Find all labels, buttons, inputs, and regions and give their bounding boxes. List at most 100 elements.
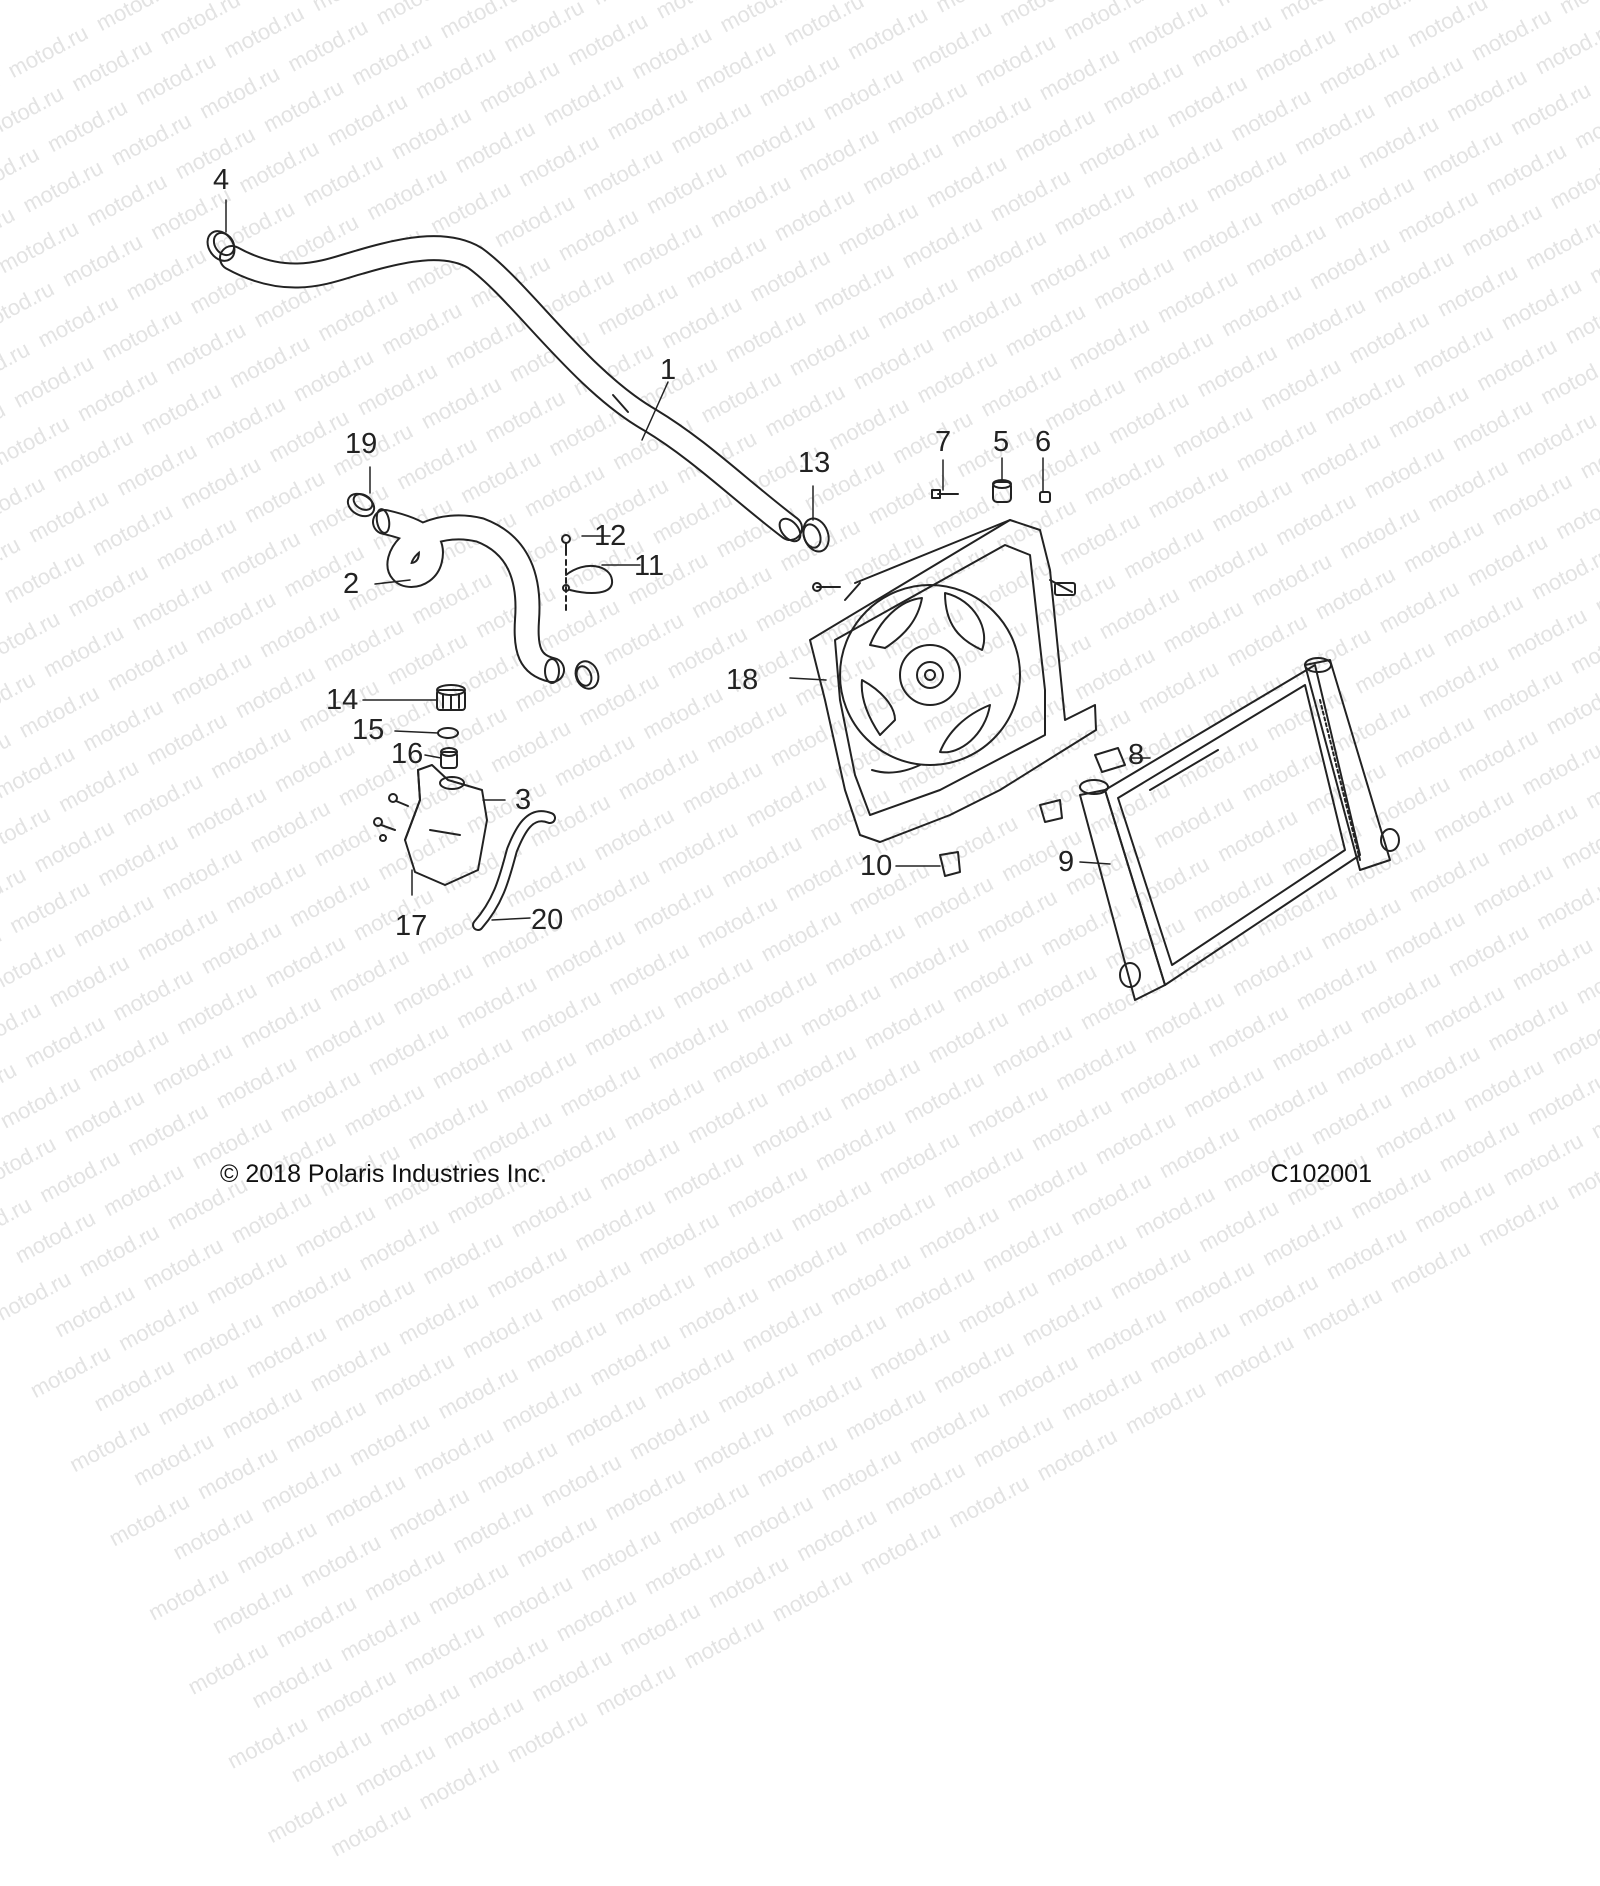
nut-6 — [1040, 492, 1050, 502]
watermark-text: motod.ru — [640, 1537, 729, 1601]
watermark-text: motod.ru — [336, 1603, 425, 1667]
watermark-text: motod.ru — [890, 1261, 979, 1325]
watermark-text: motod.ru — [929, 1335, 1018, 1399]
watermark-text: motod.ru — [178, 1307, 267, 1371]
watermark-text: motod.ru — [591, 1658, 680, 1722]
watermark-text: motod.ru — [370, 1348, 459, 1412]
watermark-text: motod.ru — [728, 1490, 817, 1554]
reservoir-cap-14 — [437, 685, 465, 710]
watermark-text: motod.ru — [1033, 1423, 1122, 1487]
watermark-text: motod.ru — [527, 1644, 616, 1708]
watermark-text: motod.ru — [704, 1550, 793, 1614]
watermark-text: motod.ru — [0, 1266, 75, 1330]
watermark-text: motod.ru — [512, 1509, 601, 1573]
watermark-text: motod.ru — [266, 1260, 355, 1324]
watermark-text: motod.ru — [616, 1597, 705, 1661]
watermark-text: motod.ru — [424, 1556, 513, 1620]
grommet-8 — [1095, 748, 1125, 772]
callout-20: 20 — [531, 906, 563, 935]
watermark-text: motod.ru — [144, 1563, 233, 1627]
watermark-text: motod.ru — [26, 1340, 115, 1404]
watermark-text: motod.ru — [817, 1443, 906, 1507]
radiator-9 — [1080, 658, 1399, 1000]
watermark-text: motod.ru — [635, 1207, 724, 1271]
watermark-text: motod.ru — [345, 1408, 434, 1472]
watermark-text: motod.ru — [866, 1322, 955, 1386]
watermark-text: motod.ru — [50, 1279, 139, 1343]
upper-coolant-hose — [232, 248, 804, 545]
watermark-text: motod.ru — [802, 1308, 891, 1372]
watermark-text: motod.ru — [856, 1517, 945, 1581]
watermark-text: motod.ru — [488, 1570, 577, 1634]
watermark-text: motod.ru — [400, 1617, 489, 1681]
watermark-text: motod.ru — [321, 1469, 410, 1533]
watermark-text: motod.ru — [601, 1463, 690, 1527]
watermark-text: motod.ru — [434, 1361, 523, 1425]
watermark-text: motod.ru — [1106, 1241, 1195, 1305]
watermark-text: motod.ru — [263, 1785, 352, 1849]
watermark-text: motod.ru — [503, 1705, 592, 1769]
watermark-text: motod.ru — [1042, 1228, 1131, 1292]
watermark-text: motod.ru — [1194, 1194, 1283, 1258]
watermark-text: motod.ru — [625, 1402, 714, 1466]
watermark-text: motod.ru — [90, 1354, 179, 1418]
watermark-text: motod.ru — [497, 1375, 586, 1439]
diagram-code: C102001 — [1271, 1160, 1372, 1189]
watermark-text: motod.ru — [738, 1294, 827, 1358]
callout-13: 13 — [798, 449, 830, 478]
watermark-text: motod.ru — [355, 1213, 444, 1277]
watermark-text: motod.ru — [114, 1293, 203, 1357]
watermark-text: motod.ru — [415, 1752, 504, 1816]
watermark-text: motod.ru — [129, 1428, 218, 1492]
watermark-text: motod.ru — [223, 1711, 312, 1775]
fan-shroud-assembly — [810, 520, 1096, 842]
watermark-text: motod.ru — [105, 1488, 194, 1552]
watermark-text: motod.ru — [552, 1584, 641, 1648]
watermark-text: motod.ru — [905, 1396, 994, 1460]
callout-1: 1 — [660, 356, 676, 385]
callout-8: 8 — [1128, 741, 1144, 770]
grommet-5 — [993, 480, 1011, 502]
parts-diagram — [0, 0, 1600, 1200]
watermark-text: motod.ru — [1234, 1269, 1323, 1333]
watermark-text: motod.ru — [409, 1422, 498, 1486]
callout-15: 15 — [352, 716, 384, 745]
watermark-text: motod.ru — [75, 1219, 164, 1283]
filler-neck-16 — [441, 748, 457, 768]
watermark-text: motod.ru — [665, 1476, 754, 1540]
watermark-text: motod.ru — [248, 1650, 337, 1714]
watermark-text: motod.ru — [768, 1564, 857, 1628]
callout-7: 7 — [935, 428, 951, 457]
coolant-reservoir — [374, 765, 487, 885]
callout-9: 9 — [1058, 848, 1074, 877]
watermark-text: motod.ru — [1386, 1235, 1475, 1299]
watermark-text: motod.ru — [65, 1414, 154, 1478]
watermark-text: motod.ru — [326, 1799, 415, 1863]
watermark-text: motod.ru — [375, 1678, 464, 1742]
watermark-text: motod.ru — [203, 1246, 292, 1310]
watermark-text: motod.ru — [1322, 1222, 1411, 1286]
watermark-text: motod.ru — [439, 1691, 528, 1755]
watermark-text: motod.ru — [762, 1234, 851, 1298]
watermark-text: motod.ru — [385, 1482, 474, 1546]
callout-6: 6 — [1035, 428, 1051, 457]
watermark-text: motod.ru — [242, 1320, 331, 1384]
hose-clamp-19 — [344, 489, 378, 520]
watermark-text: motod.ru — [482, 1240, 571, 1304]
watermark-text: motod.ru — [522, 1314, 611, 1378]
watermark-text: motod.ru — [218, 1381, 307, 1445]
watermark-text: motod.ru — [330, 1273, 419, 1337]
watermark-text: motod.ru — [650, 1341, 739, 1405]
watermark-text: motod.ru — [287, 1724, 376, 1788]
watermark-text: motod.ru — [753, 1429, 842, 1493]
watermark-text: motod.ru — [978, 1214, 1067, 1278]
watermark-text: motod.ru — [914, 1201, 1003, 1265]
watermark-text: motod.ru — [311, 1664, 400, 1728]
watermark-text: motod.ru — [1170, 1255, 1259, 1319]
watermark-text: motod.ru — [576, 1523, 665, 1587]
callout-16: 16 — [391, 740, 423, 769]
watermark-text: motod.ru — [944, 1470, 1033, 1534]
hose-clamp-13 — [799, 515, 833, 555]
watermark-text: motod.ru — [281, 1394, 370, 1458]
watermark-text: motod.ru — [1209, 1329, 1298, 1393]
